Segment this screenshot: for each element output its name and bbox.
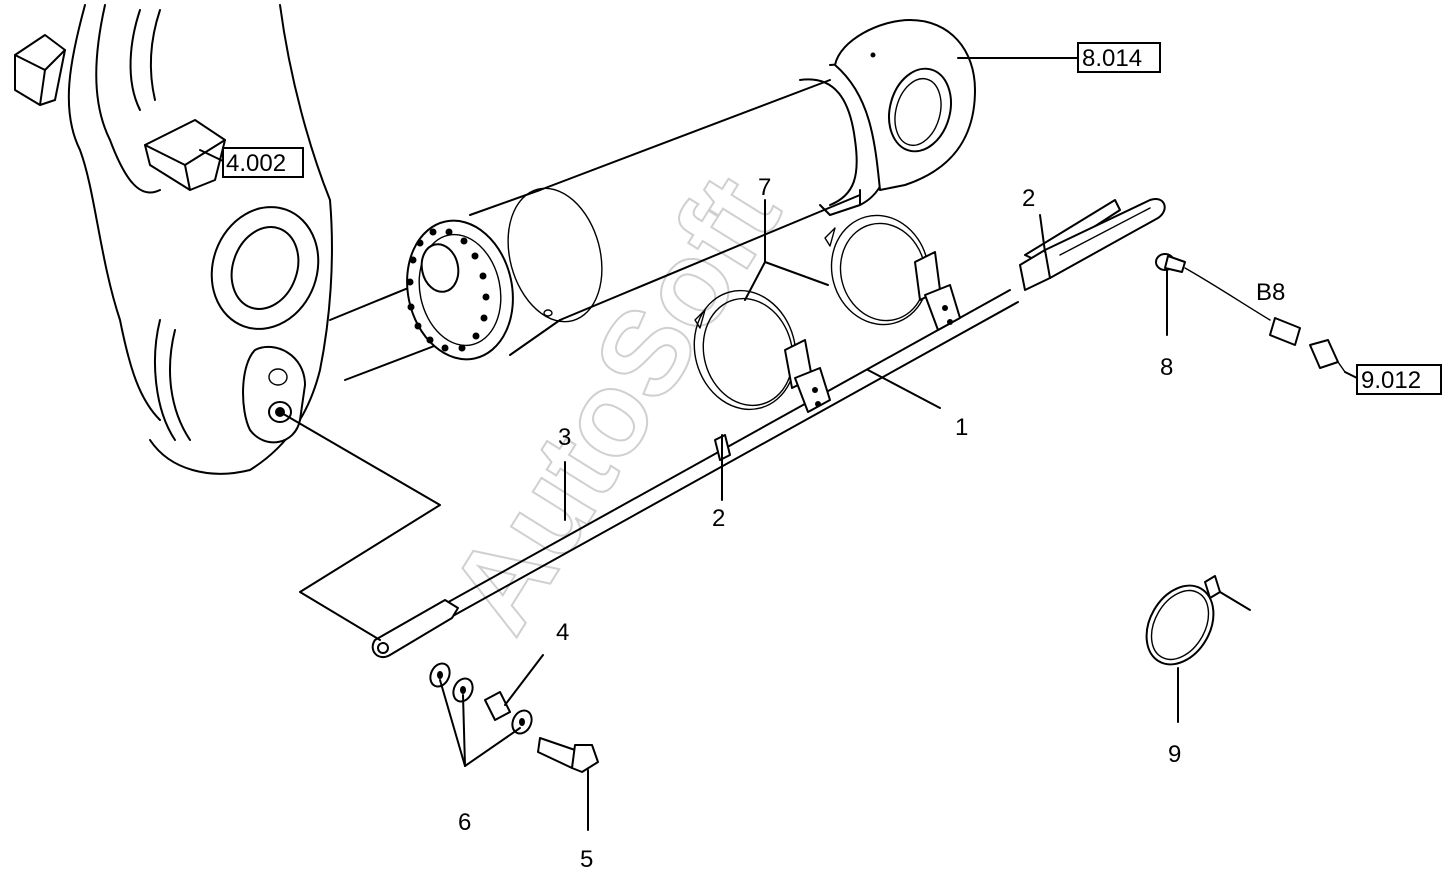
ref-4002[interactable]: 4.002 <box>222 147 304 178</box>
ref-4002-label: 4.002 <box>226 150 286 177</box>
fastener-hardware <box>429 662 599 773</box>
callout-8: 8 <box>1160 354 1173 381</box>
loader-arm <box>14 4 333 475</box>
callout-4: 4 <box>556 619 569 646</box>
callout-1: 1 <box>955 414 968 441</box>
callout-5: 5 <box>580 846 593 873</box>
callout-6: 6 <box>458 809 471 836</box>
watermark: AutoSoft <box>423 153 805 654</box>
callout-2-lower: 2 <box>712 505 725 532</box>
ref-9012[interactable]: 9.012 <box>1356 364 1442 395</box>
leader-lines <box>199 57 1358 831</box>
ref-8014-label: 8.014 <box>1082 45 1142 72</box>
callout-7: 7 <box>758 174 771 201</box>
callout-2-upper: 2 <box>1022 185 1035 212</box>
sensor-b8 <box>1155 253 1346 373</box>
hydraulic-cylinder <box>329 19 976 381</box>
sensor-rod-assembly <box>371 198 1166 659</box>
callout-b8: B8 <box>1256 279 1285 306</box>
callout-9: 9 <box>1168 741 1181 768</box>
ref-8014[interactable]: 8.014 <box>1077 42 1161 73</box>
callout-3: 3 <box>558 424 571 451</box>
cable-tie <box>1145 575 1251 666</box>
ref-9012-label: 9.012 <box>1361 367 1421 394</box>
